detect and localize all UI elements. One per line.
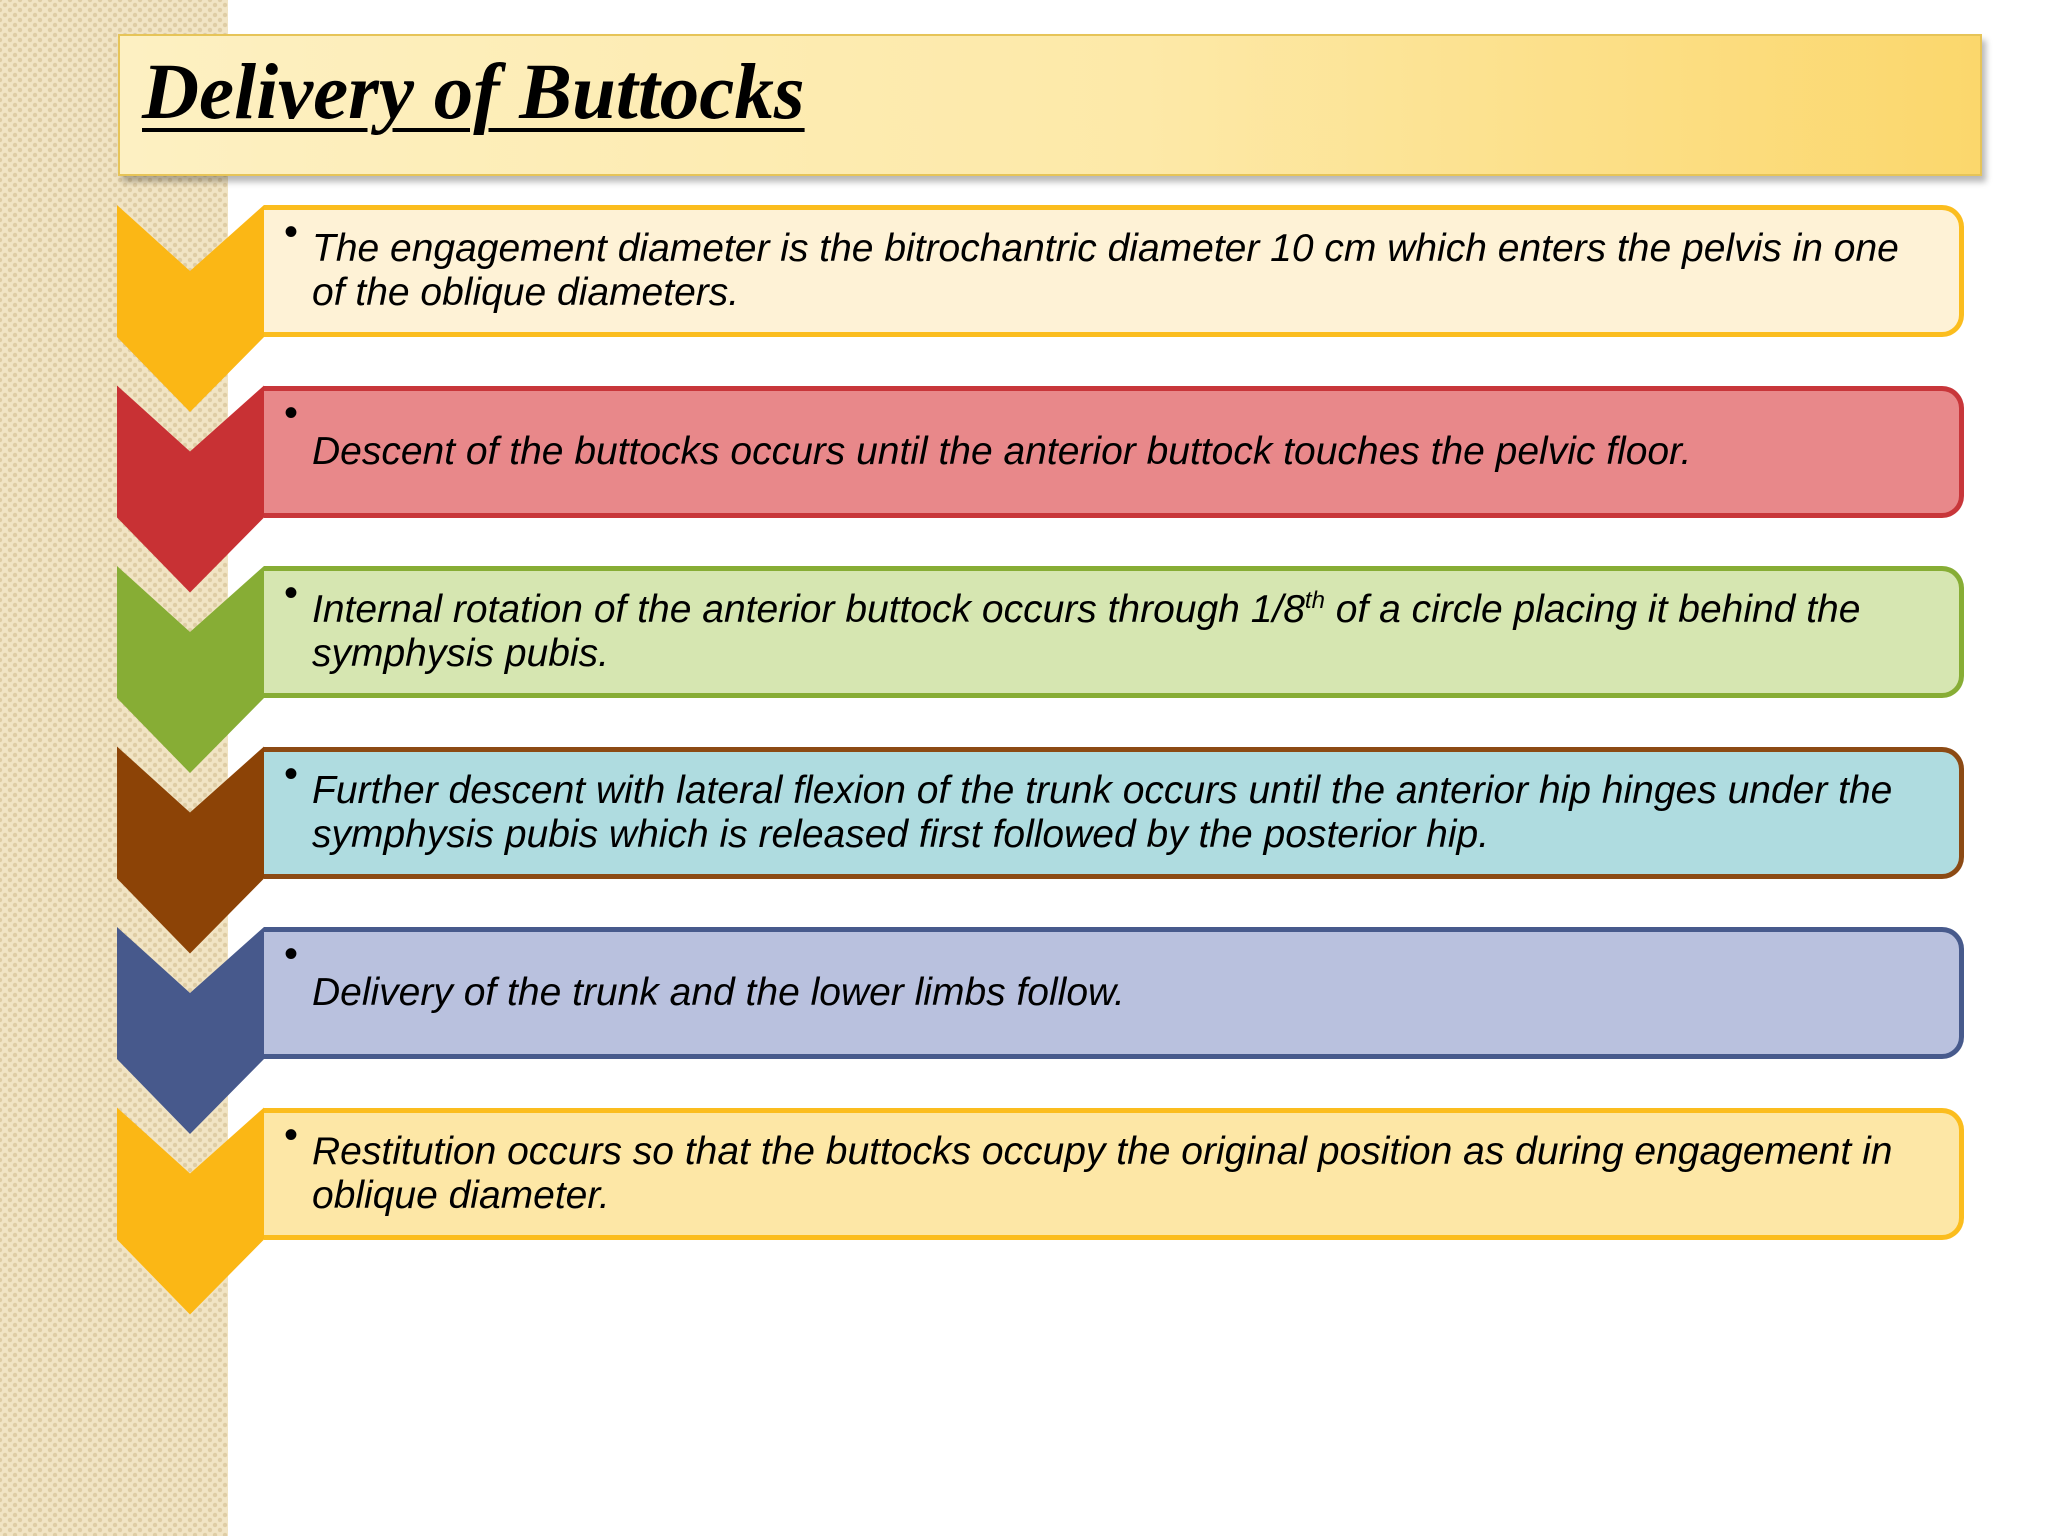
step-text-main: Restitution occurs so that the buttocks … (312, 1129, 1893, 1217)
bullet-point: • (284, 390, 299, 435)
step-text-main: Further descent with lateral flexion of … (312, 768, 1893, 856)
step-box-3: • Internal rotation of the anterior butto… (264, 566, 1964, 698)
step-text-main: The engagement diameter is the bitrochan… (312, 227, 1899, 314)
step-text: Delivery of the trunk and the lower limb… (312, 971, 1941, 1015)
bullet-point: • (284, 1112, 299, 1157)
step-text-main: Descent of the buttocks occurs until the… (312, 429, 1692, 473)
step-text-superscript: th (1304, 587, 1325, 614)
chevron-5 (117, 927, 264, 1134)
step-box-4: • Further descent with lateral flexion of… (264, 746, 1964, 879)
chevron-1 (117, 205, 264, 412)
bullet-point: • (284, 210, 299, 254)
bullet-point: • (284, 571, 299, 615)
step-text: The engagement diameter is the bitrochan… (312, 227, 1941, 315)
slide-title: Delivery of Buttocks (142, 49, 805, 136)
step-box-2: • Descent of the buttocks occurs until th… (264, 385, 1964, 518)
chevron-process-arrows (117, 205, 264, 1315)
bullet-point: • (284, 751, 299, 796)
step-box-5: • Delivery of the trunk and the lower lim… (264, 927, 1964, 1059)
title-banner: Delivery of Buttocks (118, 34, 1982, 176)
step-box-1: • The engagement diameter is the bitrocha… (264, 205, 1964, 337)
chevron-6 (117, 1107, 264, 1315)
step-text-continued: of a circle placing it behind the symphy… (312, 588, 1861, 675)
step-text: Internal rotation of the anterior buttoc… (312, 588, 1941, 676)
step-text: Restitution occurs so that the buttocks … (312, 1130, 1941, 1218)
bullet-point: • (284, 932, 299, 976)
chevron-3 (117, 566, 264, 773)
chevron-4 (117, 746, 264, 954)
step-text: Descent of the buttocks occurs until the… (312, 430, 1941, 474)
step-text-main: Delivery of the trunk and the lower limb… (312, 971, 1125, 1014)
step-text-main: Internal rotation of the anterior buttoc… (312, 588, 1305, 631)
chevron-2 (117, 385, 264, 593)
step-text: Further descent with lateral flexion of … (312, 769, 1941, 857)
step-box-6: • Restitution occurs so that the buttocks… (264, 1107, 1964, 1240)
